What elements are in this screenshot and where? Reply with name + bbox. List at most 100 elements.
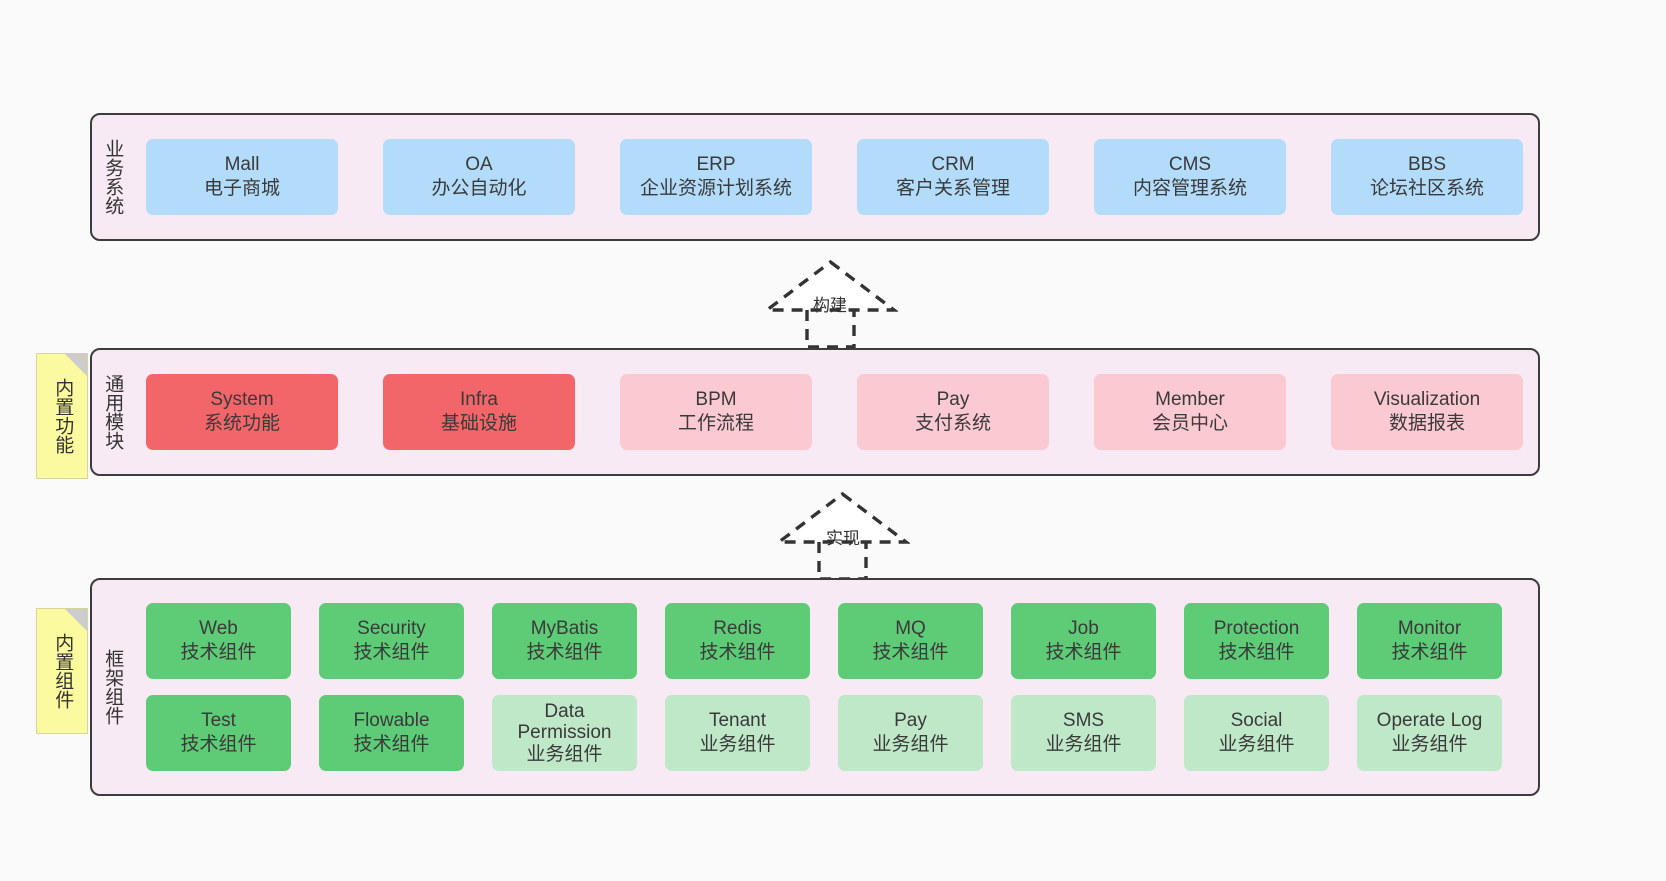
layer-framework-component: 框架组件 Web 技术组件 Security 技术组件 MyBatis 技术组件… bbox=[90, 578, 1540, 796]
card-subtitle: 基础设施 bbox=[440, 413, 517, 434]
card-title: Web bbox=[199, 618, 238, 640]
note-fold-icon bbox=[65, 354, 87, 376]
card-data-permission[interactable]: Data Permission 业务组件 bbox=[492, 695, 637, 771]
card-title: CMS bbox=[1168, 154, 1212, 176]
card-subtitle: 企业资源计划系统 bbox=[639, 178, 792, 199]
card-member[interactable]: Member 会员中心 bbox=[1094, 374, 1286, 450]
card-visualization[interactable]: Visualization 数据报表 bbox=[1331, 374, 1523, 450]
card-redis[interactable]: Redis 技术组件 bbox=[665, 603, 810, 679]
card-subtitle: 内容管理系统 bbox=[1132, 178, 1247, 199]
card-subtitle: 技术组件 bbox=[1218, 642, 1295, 663]
card-title: MyBatis bbox=[530, 618, 599, 640]
card-infra[interactable]: Infra 基础设施 bbox=[383, 374, 575, 450]
card-title: Pay bbox=[894, 710, 927, 732]
card-bbs[interactable]: BBS 论坛社区系统 bbox=[1331, 139, 1523, 215]
card-mq[interactable]: MQ 技术组件 bbox=[838, 603, 983, 679]
note-builtin-component: 内置组件 bbox=[36, 608, 88, 734]
card-title: Redis bbox=[713, 618, 762, 640]
card-pay[interactable]: Pay 支付系统 bbox=[857, 374, 1049, 450]
card-title: Pay bbox=[936, 389, 970, 411]
card-title: Mall bbox=[224, 154, 260, 176]
card-subtitle: 技术组件 bbox=[872, 642, 949, 663]
card-mybatis[interactable]: MyBatis 技术组件 bbox=[492, 603, 637, 679]
card-sms[interactable]: SMS 业务组件 bbox=[1011, 695, 1156, 771]
card-row: Web 技术组件 Security 技术组件 MyBatis 技术组件 Redi… bbox=[146, 603, 1524, 679]
card-security[interactable]: Security 技术组件 bbox=[319, 603, 464, 679]
connector-build-label: 构建 bbox=[813, 296, 847, 315]
note-label: 内置功能 bbox=[52, 378, 74, 454]
card-title: BPM bbox=[695, 389, 737, 411]
card-flowable[interactable]: Flowable 技术组件 bbox=[319, 695, 464, 771]
card-pay-business[interactable]: Pay 业务组件 bbox=[838, 695, 983, 771]
layer-body-business-system: Mall 电子商城 OA 办公自动化 ERP 企业资源计划系统 CRM 客户关系… bbox=[132, 115, 1538, 239]
card-subtitle: 业务组件 bbox=[1218, 734, 1295, 755]
card-subtitle: 技术组件 bbox=[353, 734, 430, 755]
card-title: MQ bbox=[895, 618, 926, 640]
card-subtitle: 工作流程 bbox=[677, 413, 754, 434]
card-title: Flowable bbox=[353, 710, 430, 732]
card-subtitle: 会员中心 bbox=[1151, 413, 1228, 434]
card-subtitle: 业务组件 bbox=[699, 734, 776, 755]
card-title: Visualization bbox=[1373, 389, 1481, 411]
card-title: Data Permission bbox=[517, 700, 612, 744]
card-subtitle: 业务组件 bbox=[1045, 734, 1122, 755]
card-row: System 系统功能 Infra 基础设施 BPM 工作流程 Pay 支付系统… bbox=[146, 374, 1524, 450]
note-label: 内置组件 bbox=[52, 633, 74, 709]
layer-title-business-system: 业务系统 bbox=[102, 139, 124, 215]
card-title: SMS bbox=[1062, 710, 1105, 732]
card-title: Job bbox=[1068, 618, 1099, 640]
card-title: Monitor bbox=[1397, 618, 1462, 640]
layer-common-module: 通用模块 System 系统功能 Infra 基础设施 BPM 工作流程 Pay bbox=[90, 348, 1540, 476]
card-subtitle: 支付系统 bbox=[914, 413, 991, 434]
card-job[interactable]: Job 技术组件 bbox=[1011, 603, 1156, 679]
card-title: Social bbox=[1230, 710, 1283, 732]
card-subtitle: 业务组件 bbox=[526, 743, 603, 765]
card-subtitle: 技术组件 bbox=[699, 642, 776, 663]
card-operate-log[interactable]: Operate Log 业务组件 bbox=[1357, 695, 1502, 771]
layer-business-system: 业务系统 Mall 电子商城 OA 办公自动化 ERP 企业资源计划系统 CRM bbox=[90, 113, 1540, 241]
card-oa[interactable]: OA 办公自动化 bbox=[383, 139, 575, 215]
card-title: System bbox=[210, 389, 274, 411]
card-bpm[interactable]: BPM 工作流程 bbox=[620, 374, 812, 450]
card-subtitle: 技术组件 bbox=[353, 642, 430, 663]
card-subtitle: 电子商城 bbox=[203, 178, 280, 199]
card-title: Protection bbox=[1213, 618, 1300, 640]
card-subtitle: 技术组件 bbox=[1045, 642, 1122, 663]
card-social[interactable]: Social 业务组件 bbox=[1184, 695, 1329, 771]
connector-implement-label: 实现 bbox=[826, 529, 860, 548]
card-title: ERP bbox=[696, 154, 736, 176]
card-erp[interactable]: ERP 企业资源计划系统 bbox=[620, 139, 812, 215]
note-builtin-function: 内置功能 bbox=[36, 353, 88, 479]
card-monitor[interactable]: Monitor 技术组件 bbox=[1357, 603, 1502, 679]
card-crm[interactable]: CRM 客户关系管理 bbox=[857, 139, 1049, 215]
card-title: Member bbox=[1155, 389, 1225, 411]
card-web[interactable]: Web 技术组件 bbox=[146, 603, 291, 679]
note-fold-icon bbox=[65, 609, 87, 631]
card-system[interactable]: System 系统功能 bbox=[146, 374, 338, 450]
card-title: Security bbox=[357, 618, 426, 640]
card-row: Mall 电子商城 OA 办公自动化 ERP 企业资源计划系统 CRM 客户关系… bbox=[146, 139, 1524, 215]
card-subtitle: 技术组件 bbox=[180, 734, 257, 755]
card-subtitle: 客户关系管理 bbox=[895, 178, 1010, 199]
card-subtitle: 技术组件 bbox=[526, 642, 603, 663]
card-subtitle: 业务组件 bbox=[1391, 734, 1468, 755]
card-title: OA bbox=[465, 154, 493, 176]
card-subtitle: 技术组件 bbox=[180, 642, 257, 663]
card-tenant[interactable]: Tenant 业务组件 bbox=[665, 695, 810, 771]
card-subtitle: 数据报表 bbox=[1388, 413, 1465, 434]
card-subtitle: 论坛社区系统 bbox=[1369, 178, 1484, 199]
layer-body-framework-component: Web 技术组件 Security 技术组件 MyBatis 技术组件 Redi… bbox=[132, 580, 1538, 794]
layer-title-common-module: 通用模块 bbox=[102, 374, 124, 450]
card-test[interactable]: Test 技术组件 bbox=[146, 695, 291, 771]
card-cms[interactable]: CMS 内容管理系统 bbox=[1094, 139, 1286, 215]
card-title: Test bbox=[201, 710, 236, 732]
card-protection[interactable]: Protection 技术组件 bbox=[1184, 603, 1329, 679]
card-title: BBS bbox=[1407, 154, 1447, 176]
card-subtitle: 办公自动化 bbox=[431, 178, 527, 199]
card-mall[interactable]: Mall 电子商城 bbox=[146, 139, 338, 215]
layer-body-common-module: System 系统功能 Infra 基础设施 BPM 工作流程 Pay 支付系统… bbox=[132, 350, 1538, 474]
card-title: Tenant bbox=[708, 710, 767, 732]
card-title: Infra bbox=[459, 389, 499, 411]
layer-title-framework-component: 框架组件 bbox=[102, 649, 124, 725]
